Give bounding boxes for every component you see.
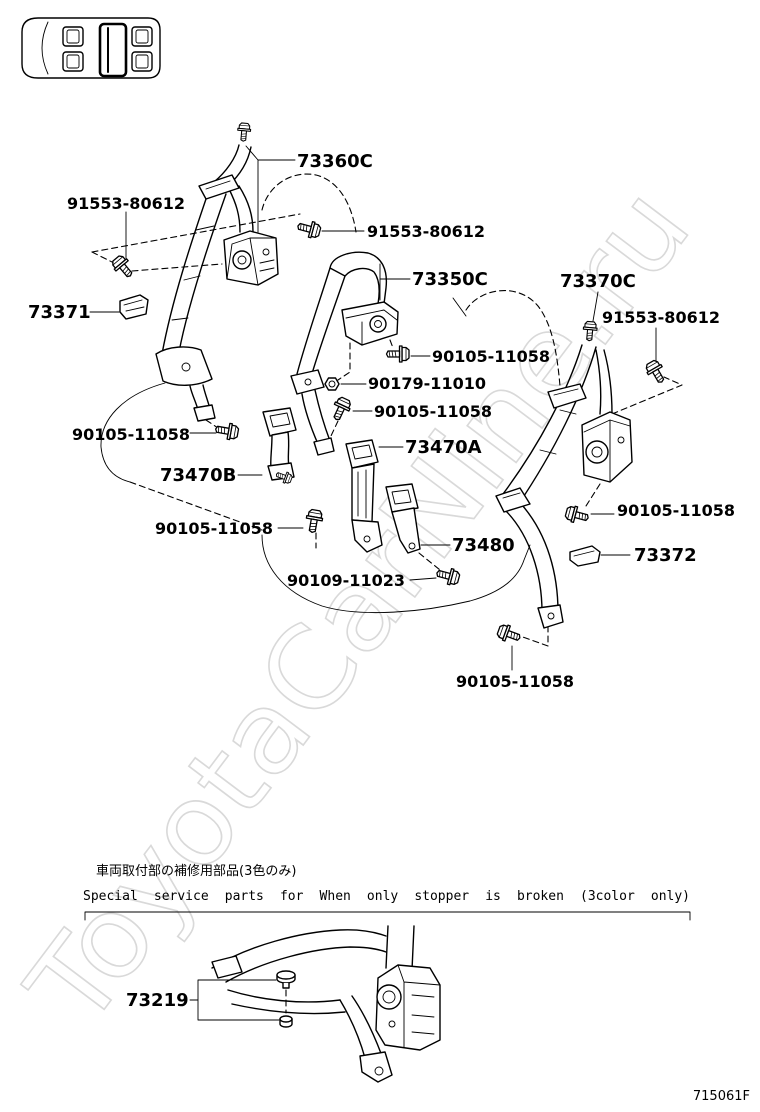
part-label: 73371: [28, 302, 91, 323]
buckle-73470b: [262, 407, 297, 481]
figure-code: 715061F: [693, 1089, 750, 1104]
bolt-icon: [295, 217, 323, 241]
bolt-icon: [303, 508, 325, 535]
part-label: 90179-11010: [368, 374, 486, 393]
tongue-73480: [385, 483, 421, 554]
part-label: 73480: [452, 535, 515, 556]
belt-assembly-left: [155, 144, 279, 422]
part-label: 73470A: [405, 437, 482, 458]
bolt-icon: [642, 357, 670, 387]
part-label: 90109-11023: [287, 571, 405, 590]
part-label: 90105-11058: [617, 501, 735, 520]
part-number-labels: 73360C 91553-80612 91553-80612 73350C 73…: [28, 151, 735, 691]
seat-position-icon: [21, 17, 161, 79]
leader-lines: [89, 145, 657, 671]
watermark: ToyotaCarNine.ru: [3, 165, 715, 1051]
part-label: 90105-11058: [374, 402, 492, 421]
buckle-73470a: [345, 439, 383, 553]
bolt-icon: [109, 252, 138, 282]
stopper-washer-icon: [279, 1015, 293, 1028]
belt-assembly-right: [495, 344, 633, 629]
part-label: 90105-11058: [72, 425, 190, 444]
service-parts-caption-en: Special service parts for When only stop…: [83, 889, 690, 904]
bracket-73371: [119, 294, 149, 320]
nut-icon: [324, 377, 340, 391]
part-label: 73470B: [160, 465, 236, 486]
part-label: 91553-80612: [67, 194, 185, 213]
part-label: 91553-80612: [602, 308, 720, 327]
part-label: 91553-80612: [367, 222, 485, 241]
bolt-icon: [236, 122, 252, 143]
stopper-cap-icon: [276, 970, 296, 989]
bolt-icon: [213, 420, 240, 442]
bracket-73372: [569, 545, 601, 567]
service-part-label: 73219: [126, 990, 189, 1011]
service-parts-section: 73219: [84, 911, 691, 1083]
part-label: 90105-11058: [456, 672, 574, 691]
part-label: 90105-11058: [155, 519, 273, 538]
reference-lines: [91, 173, 683, 647]
service-parts-caption-ja: 車両取付部の補修用部品(3色のみ): [96, 864, 297, 879]
bolt-icon: [385, 345, 410, 363]
part-label: 90105-11058: [432, 347, 550, 366]
bolt-icon: [328, 394, 354, 424]
bolt-icon: [495, 622, 524, 647]
part-label: 73360C: [297, 151, 373, 172]
bolt-icon: [563, 503, 591, 527]
belt-assembly-middle: [290, 251, 399, 456]
part-label: 73372: [634, 545, 697, 566]
part-label: 73370C: [560, 271, 636, 292]
part-label: 73350C: [412, 269, 488, 290]
